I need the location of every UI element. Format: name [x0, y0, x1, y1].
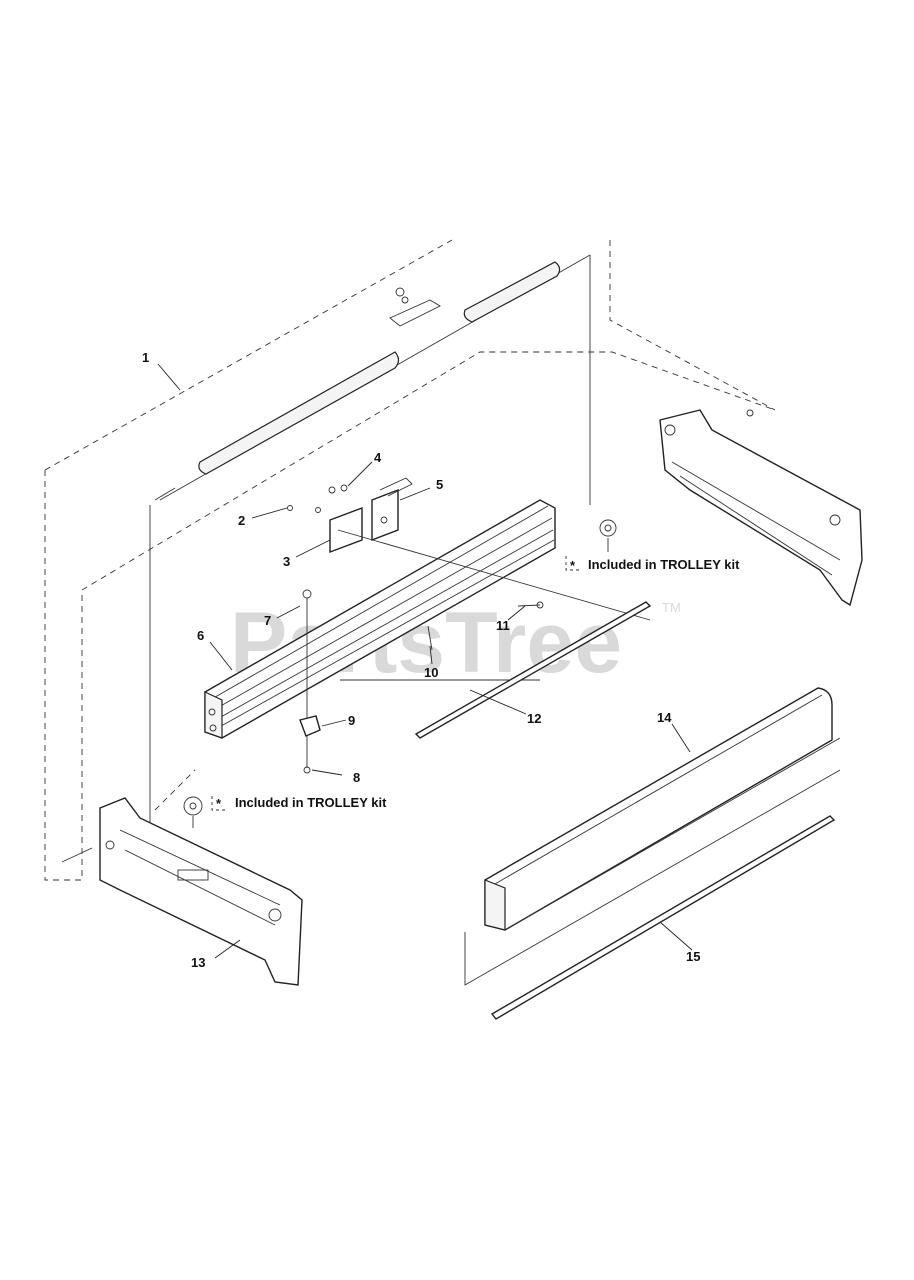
- note-marker-right: *: [570, 558, 576, 573]
- part-13-left-end-bracket: [61, 769, 303, 986]
- watermark-trademark: TM: [662, 600, 681, 615]
- note-marker-left: *: [216, 796, 222, 811]
- part-1-top-rail: [44, 239, 776, 881]
- part-6-extrusion-beam: [204, 499, 556, 739]
- callout-4: 4: [374, 450, 382, 465]
- callout-7: 7: [264, 613, 271, 628]
- callout-1: 1: [142, 350, 149, 365]
- note-trolley-kit-left: * Included in TROLLEY kit: [211, 795, 387, 811]
- callout-labels: 1 2 3 4 5 6 7 8 9 10 11 12 13 14 15: [142, 350, 700, 970]
- part-15-long-rod: [490, 815, 836, 1020]
- note-text-right: Included in TROLLEY kit: [588, 557, 740, 572]
- callout-9: 9: [348, 713, 355, 728]
- callout-12: 12: [527, 711, 541, 726]
- callout-13: 13: [191, 955, 205, 970]
- callout-10: 10: [424, 665, 438, 680]
- callout-11: 11: [496, 618, 510, 633]
- part-14-cover-extrusion: [464, 687, 841, 986]
- callout-5: 5: [436, 477, 443, 492]
- parts-10-11-hardware: [337, 529, 651, 681]
- callout-8: 8: [353, 770, 360, 785]
- parts-7-8-9-hardware: [299, 589, 321, 774]
- note-trolley-kit-right: * Included in TROLLEY kit: [565, 556, 740, 573]
- callout-3: 3: [283, 554, 290, 569]
- note-text-left: Included in TROLLEY kit: [235, 795, 387, 810]
- callout-2: 2: [238, 513, 245, 528]
- part-12-rod: [414, 601, 652, 739]
- right-end-bracket: [599, 409, 863, 607]
- callout-15: 15: [686, 949, 700, 964]
- leader-lines: [157, 363, 693, 959]
- callout-14: 14: [657, 710, 672, 725]
- hardware-group-2-5: [287, 477, 413, 554]
- callout-6: 6: [197, 628, 204, 643]
